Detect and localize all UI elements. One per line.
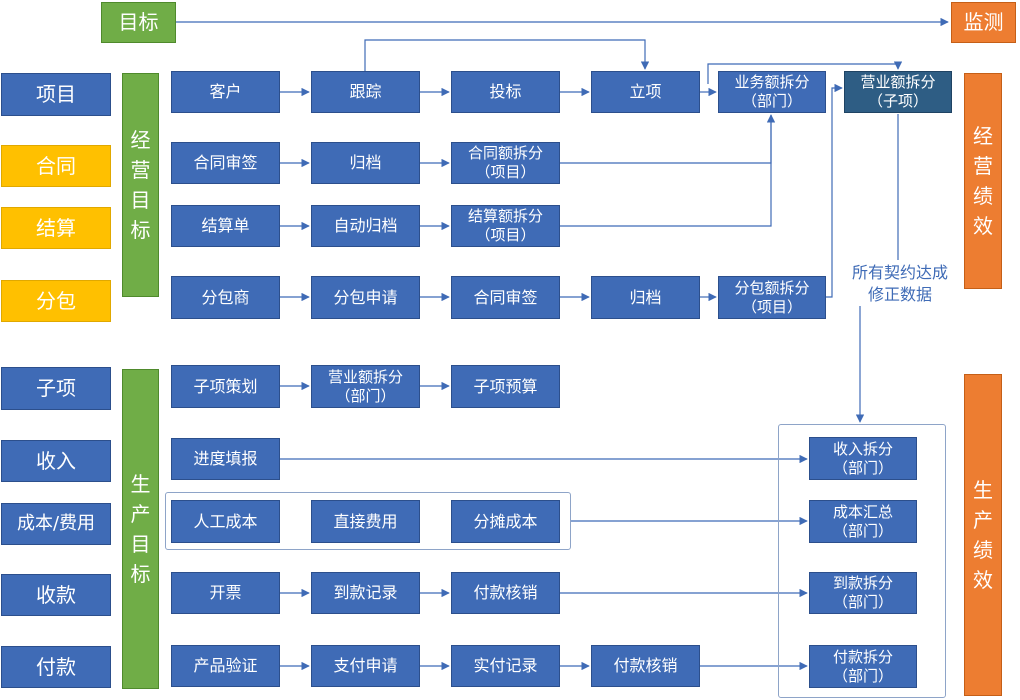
subcontract-amount-split-box: 分包额拆分 （项目） [718,276,826,319]
left-item-payment: 付款 [1,646,111,688]
business-amount-split-box: 业务额拆分 （部门） [718,71,826,113]
receipt-record-box: 到款记录 [311,572,420,614]
revenue-split-dept-box: 营业额拆分 （部门） [311,365,420,408]
tracking-box: 跟踪 [311,71,420,113]
payment-writeoff-box: 付款核销 [451,572,560,614]
left-item-subcontract: 分包 [1,280,111,322]
archive-box: 归档 [311,142,420,184]
left-item-project: 项目 [1,73,111,116]
allocated-cost-box: 分摊成本 [451,500,560,543]
direct-expense-box: 直接费用 [311,500,420,543]
left-item-collection: 收款 [1,574,111,616]
settlement-amount-split-box: 结算额拆分 （项目） [451,205,560,247]
left-item-income: 收入 [1,440,111,482]
cost-group-frame [165,492,571,550]
contract-amount-split-box: 合同额拆分 （项目） [451,142,560,184]
arrow [560,115,772,227]
cost-summary-dept-box: 成本汇总 （部门） [809,500,917,543]
actual-payment-record-box: 实付记录 [451,645,560,687]
production-performance-label: 生产绩效 [964,374,1002,696]
business-goal-label: 经营目标 [122,73,159,297]
subitem-budget-box: 子项预算 [451,365,560,408]
business-performance-label: 经营绩效 [964,73,1002,289]
subitem-planning-box: 子项策划 [171,365,280,408]
auto-archive-box: 自动归档 [311,205,420,247]
progress-report-box: 进度填报 [171,438,280,480]
left-item-subitem: 子项 [1,367,111,410]
contract-review-box: 合同审签 [171,142,280,184]
monitor-box: 监测 [951,2,1016,43]
archive-box: 归档 [591,276,700,319]
left-item-contract: 合同 [1,145,111,187]
goal-box: 目标 [101,2,176,43]
production-output-frame [778,424,946,698]
project-approval-box: 立项 [591,71,700,113]
payment-request-box: 支付申请 [311,645,420,687]
subcontractor-box: 分包商 [171,276,280,319]
bidding-box: 投标 [451,71,560,113]
arrow [826,83,843,298]
payment-split-dept-box: 付款拆分 （部门） [809,645,917,688]
labor-cost-box: 人工成本 [171,500,280,543]
business-to-revenue-arrow [707,61,903,84]
product-verification-box: 产品验证 [171,645,280,687]
left-item-settlement: 结算 [1,207,111,249]
track-to-approval-arrow [364,39,650,71]
arrow [560,114,776,164]
income-split-dept-box: 收入拆分 （部门） [809,437,917,480]
production-goal-label: 生产目标 [122,369,159,689]
subcontract-request-box: 分包申请 [311,276,420,319]
contract-correction-note: 所有契约达成 修正数据 [840,262,960,306]
left-item-cost: 成本/费用 [1,503,111,545]
revenue-split-subitem-box: 营业额拆分 （子项） [844,71,952,113]
contract-review-box: 合同审签 [451,276,560,319]
receipt-split-dept-box: 到款拆分 （部门） [809,572,917,614]
invoicing-box: 开票 [171,572,280,614]
payment-writeoff-box: 付款核销 [591,645,700,687]
customer-box: 客户 [171,71,280,113]
settlement-sheet-box: 结算单 [171,205,280,247]
